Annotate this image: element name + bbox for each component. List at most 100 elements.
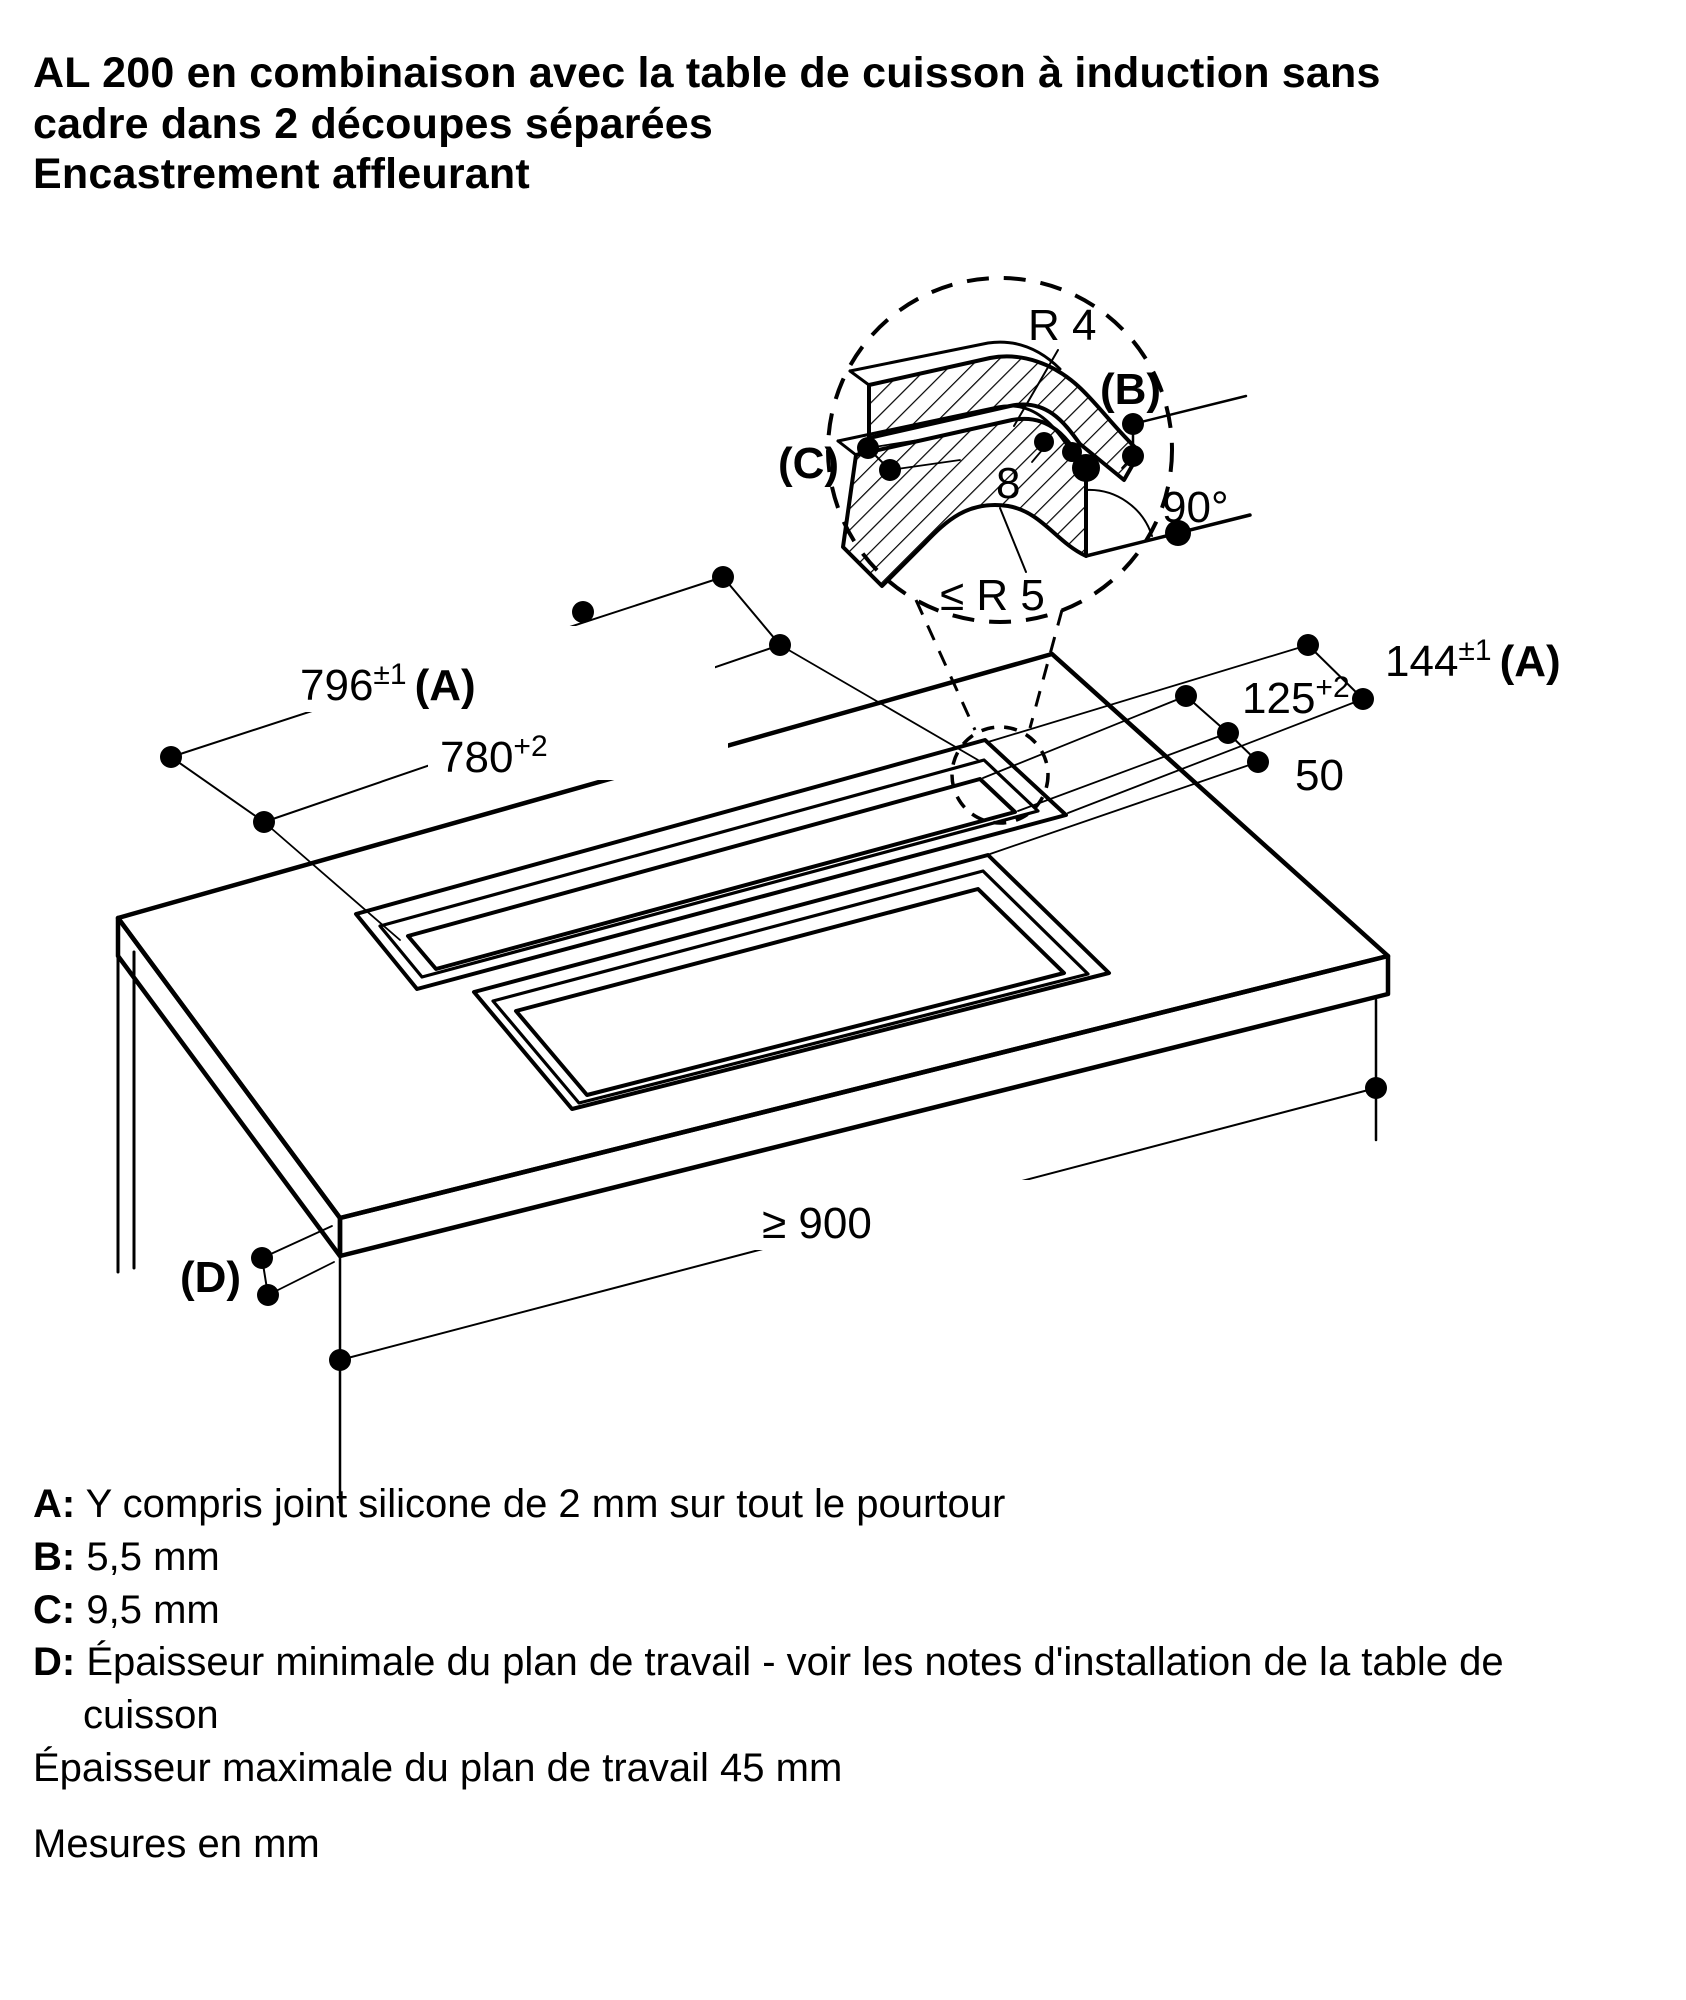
vent-cutout-inner-edge	[406, 777, 1017, 971]
section-top-surface-line	[848, 340, 1062, 373]
legend-item-a: A: Y compris joint silicone de 2 mm sur …	[33, 1478, 1613, 1531]
cooktop-cutout-step-edge	[491, 869, 1090, 1105]
label-r5: ≤ R 5	[940, 571, 1045, 620]
r5-leader	[999, 507, 1027, 573]
vent-cutout-step-edge	[378, 758, 1040, 979]
dot	[1062, 442, 1082, 462]
right-angle-arc	[1085, 488, 1153, 537]
dim-50-label: 50	[1295, 751, 1344, 800]
page-title: AL 200 en combinaison avec la table de c…	[33, 48, 1381, 200]
cooktop-cutout-outer-edge	[472, 853, 1111, 1111]
detail-source-circle	[950, 725, 1050, 825]
dot	[1072, 454, 1100, 482]
legend-item-d: D: Épaisseur minimale du plan de travail…	[33, 1636, 1613, 1742]
label-gap-b: (B)	[1100, 365, 1161, 414]
legend-text: 5,5 mm	[86, 1534, 220, 1579]
cabinet-lines	[116, 950, 1378, 1504]
dim-144-witness-back	[987, 644, 1309, 743]
dot	[1122, 445, 1144, 467]
dim-780-label: 780+2	[440, 730, 548, 782]
dim-144-line	[1307, 644, 1364, 700]
detail-callout: R 4 (B) (C) 8 90° ≤ R 5	[778, 276, 1252, 825]
legend-text: Épaisseur maximale du plan de travail 45…	[33, 1745, 843, 1790]
dot	[1217, 722, 1239, 744]
dim-796-780-connector-left	[170, 756, 265, 823]
dot	[251, 1247, 273, 1269]
cooktop-cutout-inner-edge	[514, 887, 1066, 1097]
dim-780-witness-right	[779, 644, 979, 761]
mask-780	[428, 700, 728, 780]
dot	[1122, 413, 1144, 435]
worktop-left-face	[115, 915, 343, 1259]
dot	[712, 566, 734, 588]
legend-text: 9,5 mm	[86, 1587, 220, 1632]
legend-key: A:	[33, 1482, 76, 1526]
dot	[1247, 751, 1269, 773]
dimension-labels: 796±1(A) 780+2 144±1(A) 125+2 50 ≥ 900 (…	[180, 634, 1561, 1302]
title-line-2: cadre dans 2 découpes séparées	[33, 99, 714, 148]
dot	[1175, 685, 1197, 707]
dim-125-witness-front	[1017, 732, 1229, 812]
dim-D-leader-top	[261, 1225, 333, 1259]
gap-b-witness	[1131, 394, 1248, 426]
dot	[160, 746, 182, 768]
dim-50-witness	[989, 761, 1259, 855]
dot	[769, 634, 791, 656]
gap-c-leader-top	[867, 435, 945, 449]
dim-780-witness-left	[263, 821, 401, 941]
dim-144-witness-front	[1067, 698, 1364, 814]
dim-D-leader-bottom	[267, 1261, 335, 1296]
legend-key: D:	[33, 1640, 76, 1685]
mask-900	[745, 1180, 1045, 1250]
dot	[572, 601, 594, 623]
legend-key: C:	[33, 1587, 76, 1632]
dim-900-label: ≥ 900	[762, 1199, 872, 1248]
dim-796-780-connector-right	[722, 576, 781, 646]
dot	[1297, 634, 1319, 656]
legend: A: Y compris joint silicone de 2 mm sur …	[33, 1478, 1613, 1795]
vent-cutout	[354, 738, 1068, 991]
units-note: Mesures en mm	[33, 1822, 320, 1866]
dot	[257, 1284, 279, 1306]
section-top-layer	[867, 354, 1142, 482]
worktop-top-face	[115, 651, 1391, 1221]
detail-dots	[857, 413, 1191, 546]
cooktop-cutout	[472, 853, 1111, 1111]
label-90deg: 90°	[1162, 483, 1229, 532]
detail-connector-right	[1028, 609, 1064, 729]
dim-125-label: 125+2	[1242, 671, 1350, 723]
label-r4: R 4	[1028, 301, 1096, 350]
dimension-dots	[160, 566, 1387, 1371]
mask-796	[285, 626, 715, 712]
legend-text: Épaisseur minimale du plan de travail - …	[83, 1640, 1504, 1738]
label-masks	[285, 626, 1045, 1250]
legend-key: B:	[33, 1534, 76, 1579]
section-top-surface-edge	[848, 369, 871, 387]
dim-144-label: 144±1(A)	[1385, 634, 1561, 686]
r4-leader	[1013, 349, 1059, 427]
gap-c-leader-bottom	[889, 459, 961, 471]
legend-item-max-thickness: Épaisseur maximale du plan de travail 45…	[33, 1742, 1613, 1795]
dot	[879, 459, 901, 481]
section-ledge-surface-edge	[836, 439, 858, 457]
dot	[1034, 432, 1054, 452]
detail-labels: R 4 (B) (C) 8 90° ≤ R 5	[778, 301, 1229, 620]
dot	[329, 1349, 351, 1371]
vent-cutout-outer-edge	[354, 738, 1068, 991]
dot	[1165, 520, 1191, 546]
detail-connector-left	[914, 599, 977, 731]
title-line-1: AL 200 en combinaison avec la table de c…	[33, 49, 1381, 97]
detail-circle	[826, 276, 1174, 624]
dot	[1365, 1077, 1387, 1099]
legend-text: Y compris joint silicone de 2 mm sur tou…	[85, 1482, 1006, 1526]
dot	[253, 811, 275, 833]
legend-item-c: C: 9,5 mm	[33, 1584, 1613, 1637]
label-step-8: 8	[996, 459, 1020, 508]
dot	[857, 437, 879, 459]
legend-item-b: B: 5,5 mm	[33, 1531, 1613, 1584]
title-line-3: Encastrement affleurant	[33, 150, 530, 199]
dot	[1352, 688, 1374, 710]
dim-D-label: (D)	[180, 1253, 241, 1302]
